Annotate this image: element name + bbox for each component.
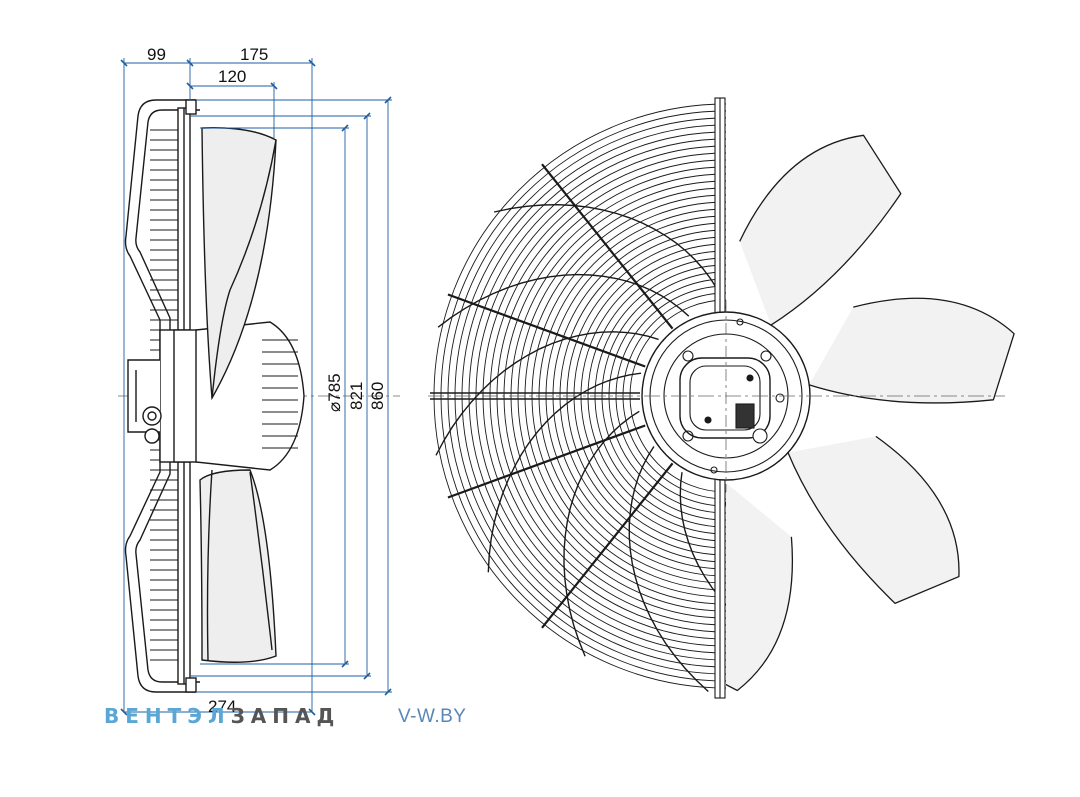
dim-label-99: 99 (147, 45, 166, 64)
grille-spoke (437, 273, 690, 328)
dim-label-175: 175 (240, 45, 268, 64)
grille-rod (447, 293, 646, 368)
cable-gland-inner-icon (147, 411, 157, 421)
motor-stator (173, 329, 199, 463)
terminal-box (679, 357, 771, 439)
dim-label-274: 274 (208, 697, 236, 716)
fan-side-view (118, 99, 400, 693)
grille-rod (541, 462, 674, 629)
blade-lower-edge (206, 469, 273, 661)
cable-entry-icon (752, 428, 768, 444)
screw-icon-8 (710, 466, 718, 474)
grille-ring (559, 229, 726, 563)
fan-blade (726, 482, 794, 692)
grille-spoke (563, 410, 640, 657)
blade-lower (199, 469, 277, 663)
fan-blade (739, 134, 902, 326)
brand-name-part2: ЗАПАД (230, 704, 341, 728)
screw-icon-2 (760, 350, 772, 362)
dimension-lines (120, 58, 392, 716)
screw-icon-1 (682, 350, 694, 362)
grille-ring (580, 250, 726, 542)
grille-spoke (435, 331, 659, 456)
grille-rod (541, 163, 674, 330)
grille-ring (608, 278, 726, 514)
grille-ring (552, 222, 726, 570)
fan-blades (726, 134, 1015, 692)
dim-label-785: ⌀785 (325, 373, 344, 412)
brand-logo: ВЕНТЭЛЗАПАД (104, 704, 340, 728)
hub-ribs (262, 339, 298, 449)
grille-spoke (628, 446, 709, 693)
dim-ticks (120, 59, 392, 716)
brand-name-part1: ВЕНТЭЛ (104, 704, 231, 728)
fan-blade (809, 297, 1015, 404)
grille-spoke (679, 472, 726, 606)
grille-spoke (493, 203, 726, 309)
screw-icon-5 (704, 416, 712, 424)
terminal-box-inner (689, 365, 761, 431)
screw-icon-7 (736, 318, 744, 326)
blade-upper-edge (211, 139, 277, 399)
grille-ring (587, 257, 726, 535)
cable-gland-lower-icon (144, 428, 160, 444)
flange-top (185, 99, 197, 115)
screw-icon-6 (746, 374, 754, 382)
website-label: V-W.BY (398, 706, 467, 727)
grille-ring (615, 285, 726, 507)
dim-label-860: 860 (368, 382, 387, 410)
grille-rod (447, 424, 646, 499)
screw-icon-4 (775, 393, 785, 403)
dim-label-821: 821 (347, 382, 366, 410)
fan-blade (787, 435, 960, 605)
dimension-labels: 99 175 120 274 ⌀785 821 860 (147, 45, 387, 716)
mounting-bracket-lower (124, 432, 200, 693)
screw-icon-3 (682, 430, 694, 442)
flange-bottom (185, 677, 197, 693)
grille-spoke (487, 372, 642, 573)
fan-front-view (430, 97, 1015, 699)
dim-label-120: 120 (218, 67, 246, 86)
mounting-bracket-upper (124, 99, 200, 360)
cable-gland-icon (142, 406, 162, 426)
label-plate (735, 403, 755, 429)
